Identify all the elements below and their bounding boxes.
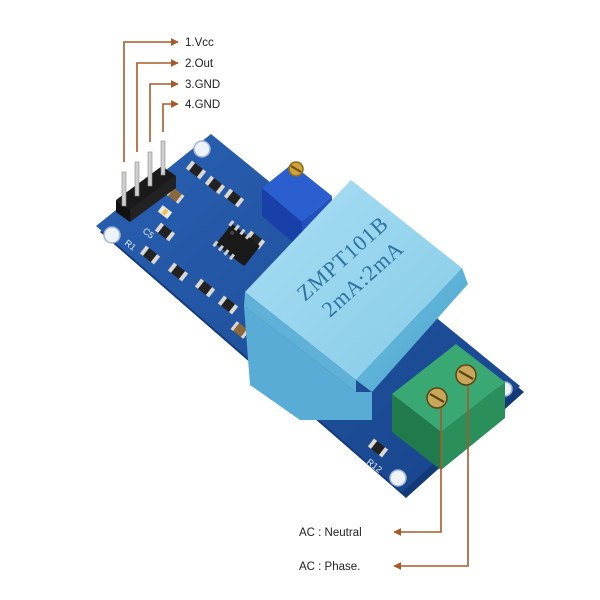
header-pin-vcc[interactable] [121, 171, 127, 207]
leader-out [136, 59, 179, 152]
pin-leader-lines [123, 38, 179, 162]
mounting-hole-top [193, 140, 211, 158]
smd-resistor [194, 278, 216, 298]
pin-label-gnd-2: 4.GND [185, 99, 220, 111]
ac-leader-lines [393, 386, 469, 570]
screw-terminal-block [392, 344, 505, 470]
leader-ac-neutral [393, 408, 442, 536]
header-pin-gnd-2[interactable] [160, 140, 166, 176]
pin-label-out: 2.Out [185, 58, 214, 70]
smd-resistor [223, 188, 245, 208]
pin-label-gnd-1: 3.GND [185, 79, 220, 91]
header-pin-gnd-1[interactable] [147, 151, 153, 187]
smd-resistor [185, 160, 207, 180]
header-pins [116, 140, 176, 222]
smd-resistor [167, 262, 189, 282]
ac-phase-label: AC : Phase. [299, 561, 360, 573]
pin-label-vcc: 1.Vcc [185, 37, 214, 49]
smd-resistor [204, 175, 226, 195]
leader-ac-phase [393, 386, 469, 570]
smd-resistor [154, 222, 176, 242]
leader-gnd-2 [162, 100, 179, 132]
op-amp-chip [212, 220, 260, 266]
mounting-hole-bottom [389, 469, 407, 487]
smd-resistor [217, 295, 239, 315]
smd-resistor [367, 438, 389, 458]
ac-neutral-label: AC : Neutral [299, 527, 362, 539]
smd-led [157, 205, 173, 219]
smd-resistor [139, 245, 161, 265]
smd-components [139, 160, 389, 458]
leader-vcc [123, 38, 179, 162]
header-pin-out[interactable] [134, 161, 140, 197]
mounting-hole-left [103, 226, 121, 244]
transformer: ZMPT101B 2mA:2mA [244, 180, 468, 420]
leader-gnd-1 [149, 80, 179, 142]
